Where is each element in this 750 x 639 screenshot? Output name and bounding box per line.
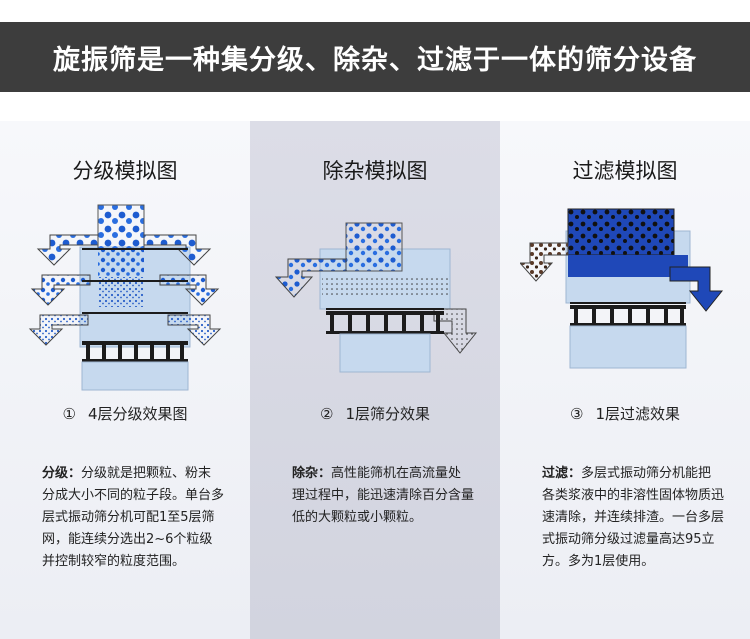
- column-title: 过滤模拟图: [572, 159, 678, 183]
- description-keyword: 过滤：: [542, 466, 582, 481]
- diagram-caption: ③ 1层过滤效果: [500, 403, 750, 424]
- description: 过滤：多层式振动筛分机能把各类浆液中的非溶性固体物质迅速清除，并连续排渣。一台多…: [542, 463, 724, 573]
- caption-text: 4层分级效果图: [87, 405, 188, 423]
- discharge-arrows-left: [28, 234, 99, 346]
- machine-base: [569, 325, 687, 369]
- feed-hopper: [97, 204, 145, 250]
- description: 除杂：高性能筛机在高流量处理过程中，能迅速清除百分含量低的大颗粒或小颗粒。: [292, 463, 474, 529]
- impurity-removal-diagram: [274, 222, 478, 373]
- description-text: 分级就是把颗粒、粉末分成大小不同的粒子段。单台多层式振动筛分机可配1至5层筛网，…: [42, 466, 225, 569]
- column-grading: 分级模拟图: [0, 121, 250, 639]
- discharge-arrow-right: [433, 308, 478, 354]
- banner-title: 旋振筛是一种集分级、除杂、过滤于一体的筛分设备: [53, 44, 697, 76]
- description-text: 高性能筛机在高流量处理过程中，能迅速清除百分含量低的大颗粒或小颗粒。: [292, 466, 475, 525]
- discharge-arrows-right: [143, 234, 222, 346]
- slurry-layer: [568, 255, 688, 277]
- title-banner: 旋振筛是一种集分级、除杂、过滤于一体的筛分设备: [0, 22, 750, 92]
- description: 分级：分级就是把颗粒、粉末分成大小不同的粒子段。单台多层式振动筛分机可配1至5层…: [42, 463, 224, 573]
- filtration-diagram: [520, 208, 724, 369]
- discharge-arrow-left: [520, 242, 569, 282]
- spring-frame: [570, 305, 686, 309]
- diagram-caption: ① 4层分级效果图: [0, 403, 250, 424]
- caption-text: 1层过滤效果: [595, 405, 680, 423]
- discharge-arrow-right: [669, 266, 724, 312]
- machine-base: [81, 361, 189, 391]
- column-title: 除杂模拟图: [322, 159, 428, 183]
- feed-hopper: [567, 208, 675, 256]
- discharge-arrow-left: [274, 258, 347, 298]
- spring-frame: [82, 341, 188, 345]
- caption-text: 1层筛分效果: [345, 405, 430, 423]
- caption-number: ②: [320, 405, 334, 423]
- caption-number: ①: [62, 405, 76, 423]
- feed-hopper: [345, 222, 403, 272]
- description-keyword: 除杂：: [292, 466, 332, 481]
- column-title: 分级模拟图: [72, 159, 178, 183]
- machine-base: [339, 333, 431, 373]
- description-text: 多层式振动筛分机能把各类浆液中的非溶性固体物质迅速清除，并连续排渣。一台多层式振…: [542, 466, 725, 569]
- grading-diagram: [28, 204, 222, 391]
- caption-number: ③: [570, 405, 584, 423]
- diagram-caption: ② 1层筛分效果: [250, 403, 500, 424]
- spring-frame: [326, 311, 444, 315]
- description-keyword: 分级：: [42, 466, 82, 481]
